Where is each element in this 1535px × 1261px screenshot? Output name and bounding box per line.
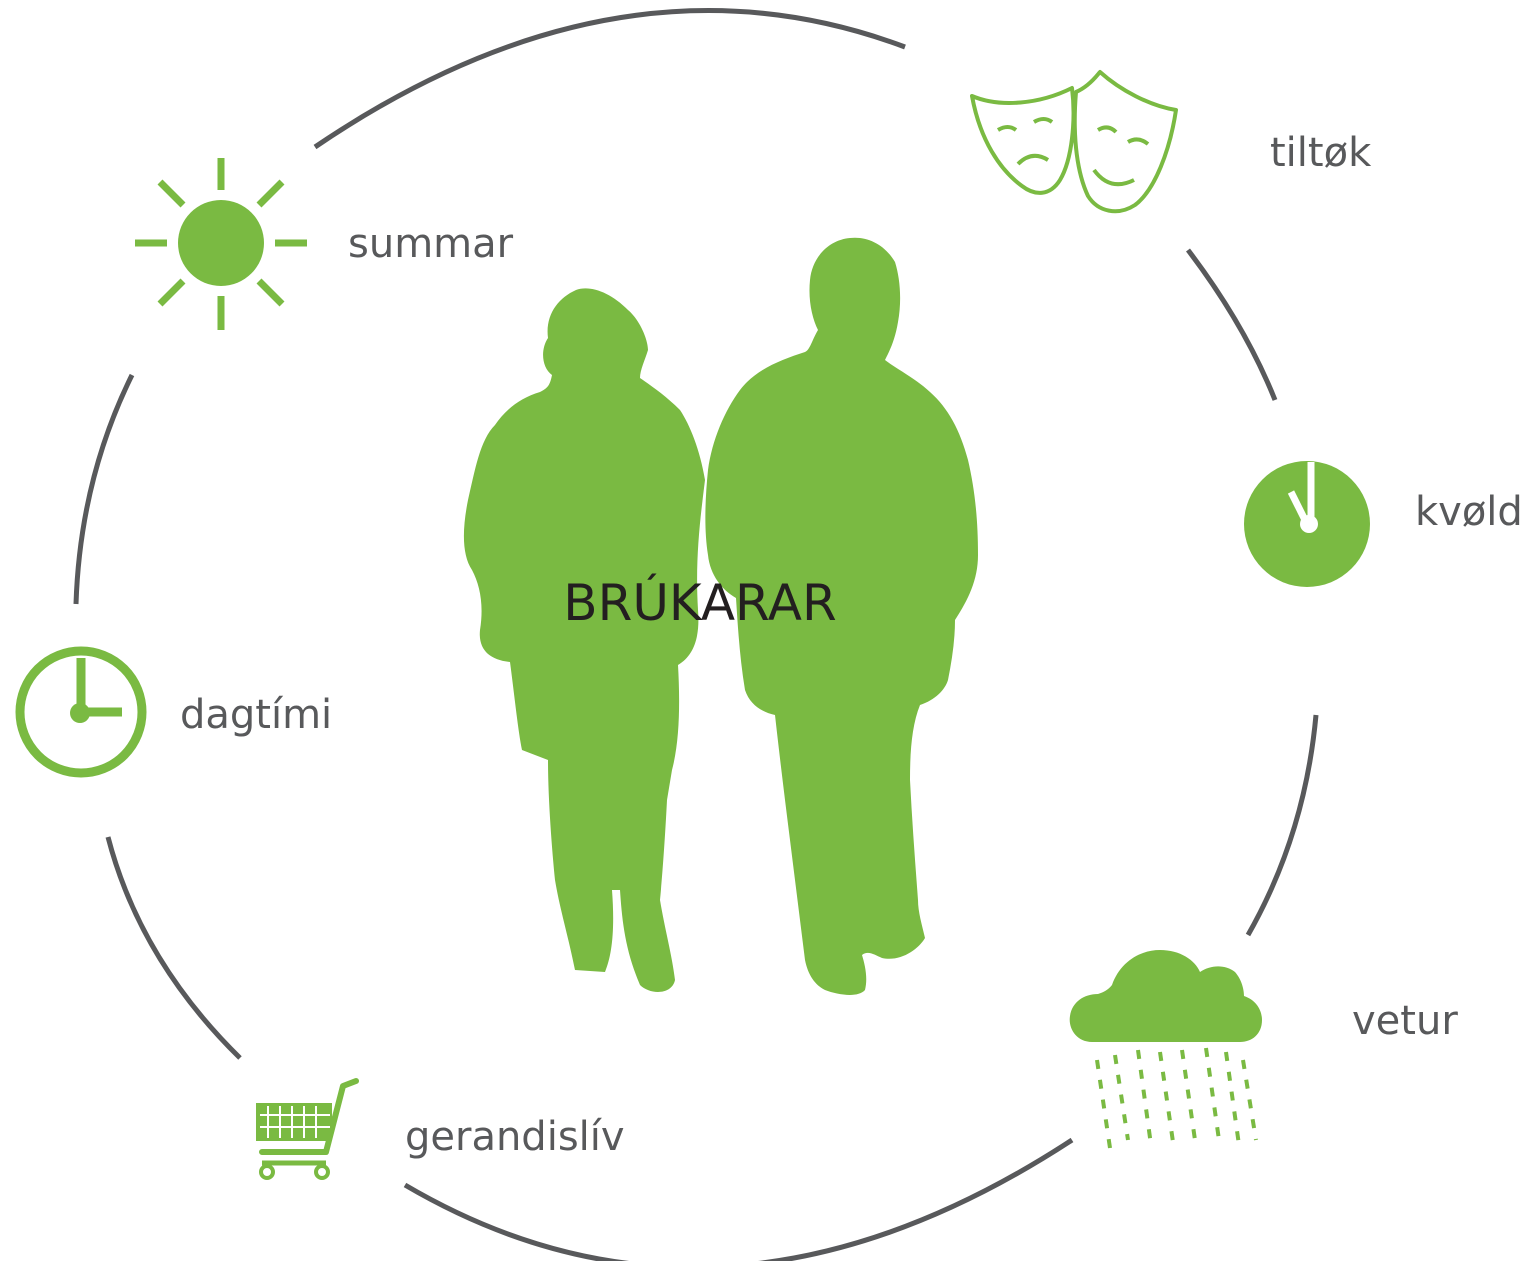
node-label-vetur: vetur xyxy=(1352,998,1458,1044)
node-label-tiltok: tiltøk xyxy=(1270,130,1372,176)
ring-arc-bottom xyxy=(403,1137,1074,1261)
sun-icon xyxy=(135,158,307,330)
node-label-dagtimi: dagtími xyxy=(180,692,332,738)
node-label-summar: summar xyxy=(348,221,514,267)
elderly-couple-silhouette xyxy=(463,237,978,995)
ring-arc-top xyxy=(313,8,906,150)
rain-cloud-icon xyxy=(1069,950,1262,1149)
ring-arc-upper-right xyxy=(1186,248,1278,401)
node-label-gerandisliv: gerandislív xyxy=(405,1114,625,1160)
person-left-silhouette xyxy=(463,288,705,992)
clock-day-icon xyxy=(15,646,147,778)
theater-masks-icon xyxy=(970,70,1178,214)
ring-arc-upper-left xyxy=(73,373,135,605)
ring xyxy=(73,8,1319,1261)
ring-arc-lower-left xyxy=(105,836,242,1060)
shopping-cart-icon xyxy=(256,1078,359,1180)
center-label: BRÚKARAR xyxy=(563,573,836,632)
clock-night-icon xyxy=(1244,461,1370,587)
node-label-kvold: kvøld xyxy=(1415,489,1523,535)
person-right-silhouette xyxy=(705,237,978,995)
ring-arc-lower-right xyxy=(1245,714,1319,937)
